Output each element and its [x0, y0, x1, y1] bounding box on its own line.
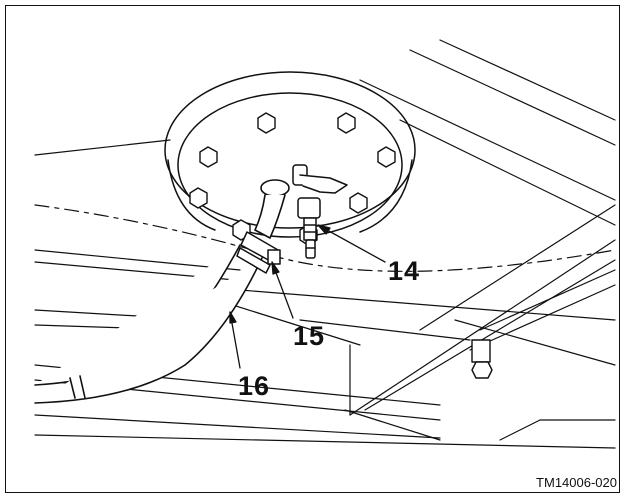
- bracket-bolt: [471, 339, 493, 379]
- leader-lines: [229, 224, 386, 369]
- figure-caption: TM14006-020: [536, 475, 617, 490]
- callout-label-16: 16: [238, 371, 270, 401]
- callout-label-14: 14: [388, 256, 420, 286]
- drain-hose: [34, 179, 290, 404]
- drain-tap: [292, 164, 348, 259]
- callout-label-15: 15: [293, 321, 325, 351]
- tank-flange: [164, 71, 416, 238]
